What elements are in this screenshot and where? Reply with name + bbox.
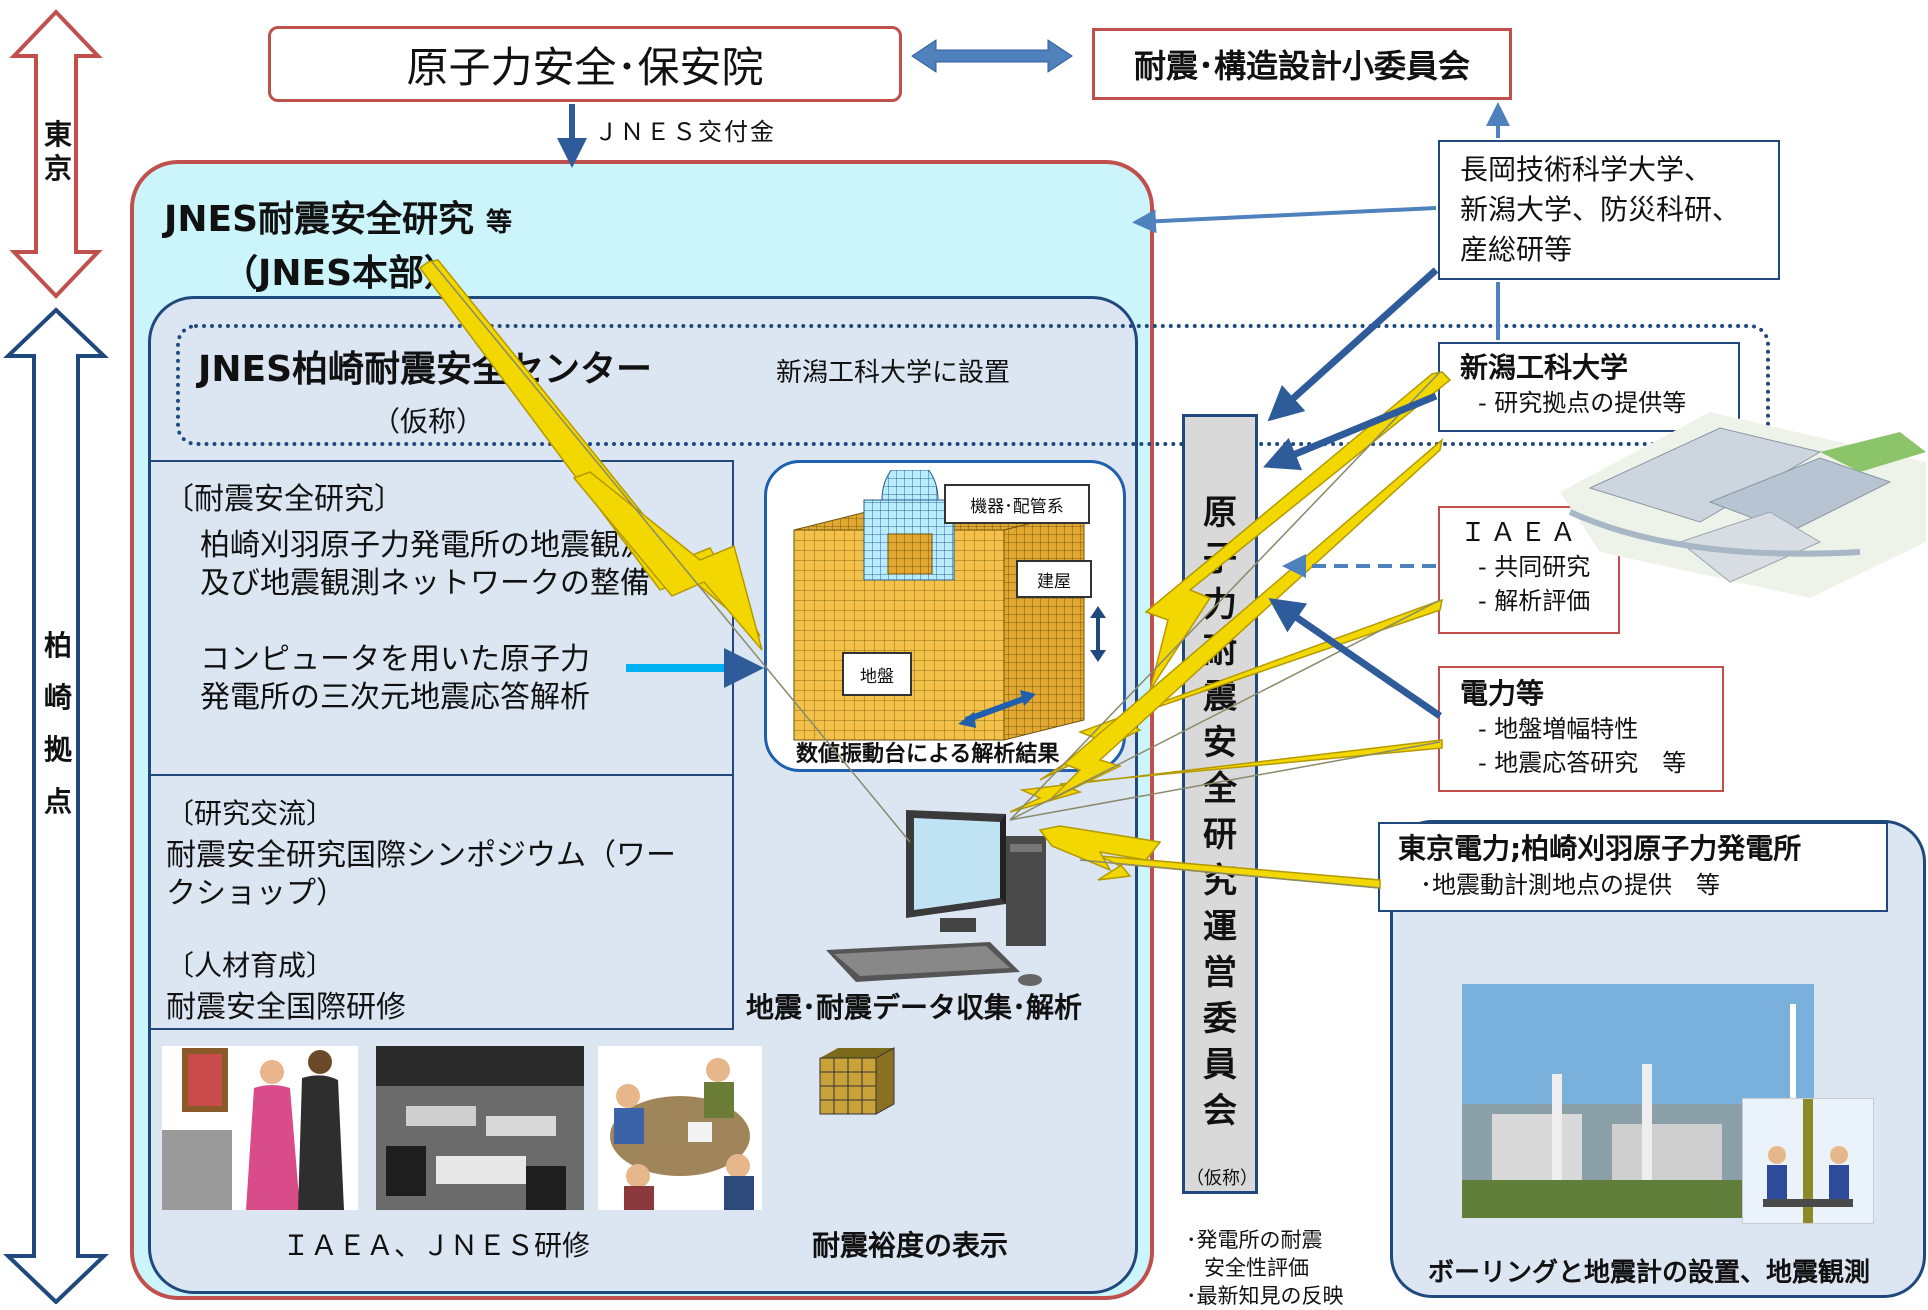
center-location: 新潟工科大学に設置	[776, 358, 1011, 388]
universities-box: 長岡技術科学大学、 新潟大学、防災科研、 産総研等	[1438, 140, 1780, 280]
data-collect-label: 地震･耐震データ収集･解析	[746, 991, 1083, 1024]
margin-display-label: 耐震裕度の表示	[812, 1229, 1009, 1262]
research-line-2: 及び地震観測ネットワークの整備	[200, 566, 650, 601]
power-box: 電力等 - 地盤増幅特性 - 地震応答研究 等	[1438, 666, 1724, 792]
building-callout: 建屋	[1016, 560, 1092, 598]
iaea-training-label: ＩＡＥＡ、ＪＮＥＳ研修	[282, 1229, 591, 1262]
exchange-section	[148, 776, 734, 1030]
grant-label: ＪＮＥＳ交付金	[594, 118, 776, 146]
equipment-callout: 機器･配管系	[944, 484, 1090, 524]
tokyo-up-down-arrow-icon	[9, 9, 103, 299]
nisa-box: 原子力安全･保安院	[268, 26, 902, 102]
subcommittee-label: 耐震･構造設計小委員会	[1133, 47, 1470, 85]
committee-tentative: （仮称）	[1186, 1168, 1258, 1189]
nisa-label: 原子力安全･保安院	[406, 42, 764, 92]
training-clipart-image	[162, 1046, 358, 1210]
research-heading: 〔耐震安全研究〕	[164, 482, 404, 517]
committee-note-2: 安全性評価	[1204, 1256, 1309, 1280]
tepco-header-box: 東京電力;柏崎刈羽原子力発電所 ･地震動計測地点の提供 等	[1378, 822, 1888, 912]
campus-map-image	[1560, 412, 1926, 598]
building-model-small-icon	[819, 1047, 895, 1115]
tokyo-label: 東京	[43, 118, 72, 185]
classroom-photo	[376, 1046, 584, 1210]
tepco-caption: ボーリングと地震計の設置、地震観測	[1428, 1258, 1871, 1288]
center-dotted-outline	[176, 324, 1770, 446]
center-tentative: （仮称）	[372, 405, 485, 438]
training-label: 耐震安全国際研修	[166, 990, 406, 1025]
training-heading: 〔人材育成〕	[166, 949, 335, 982]
jnes-hq-label: （JNES本部）	[222, 253, 461, 294]
committee-note-1: ･発電所の耐震	[1186, 1228, 1323, 1252]
committee-note-3: ･最新知見の反映	[1186, 1284, 1344, 1308]
committee-title: 原子力耐震安全研究運営委員会	[1203, 493, 1237, 1131]
kashiwazaki-label: 柏崎拠点	[43, 629, 72, 818]
jnes-title: JNES耐震安全研究等	[164, 199, 513, 240]
exchange-line-1: 耐震安全研究国際シンポジウム（ワー	[166, 838, 676, 873]
model-caption: 数値振動台による解析結果	[796, 742, 1060, 767]
meeting-clipart-image	[598, 1046, 762, 1210]
subcommittee-box: 耐震･構造設計小委員会	[1092, 28, 1512, 100]
niigata-box: 新潟工科大学 - 研究拠点の提供等	[1438, 342, 1740, 432]
kashiwazaki-up-down-arrow-icon	[3, 307, 109, 1304]
research-line-4: 発電所の三次元地震応答解析	[200, 680, 590, 715]
boring-clipart-image	[1742, 1098, 1874, 1224]
ground-callout: 地盤	[842, 652, 912, 696]
computer-icon	[826, 810, 1046, 986]
exchange-heading: 〔研究交流〕	[166, 797, 335, 830]
exchange-line-2: クショップ）	[166, 876, 346, 911]
center-title: JNES柏崎耐震安全センター	[198, 349, 653, 390]
